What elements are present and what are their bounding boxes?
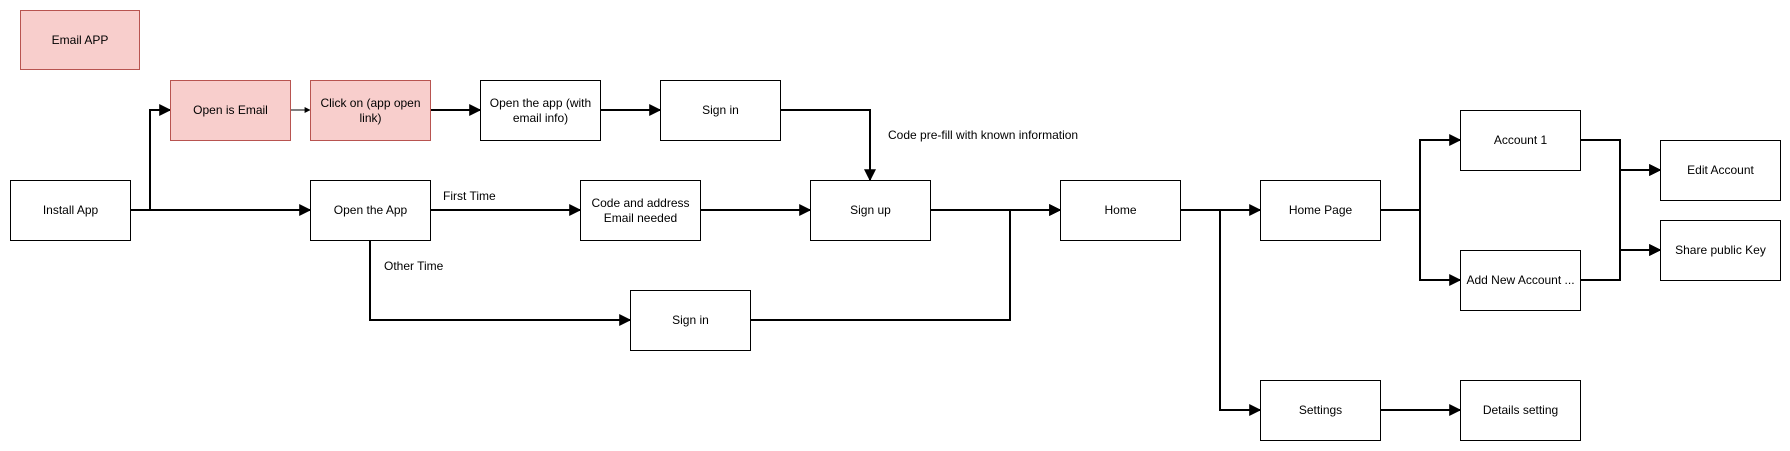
node-label: Click on (app open link) [320,96,421,125]
edge-label-first-time: First Time [443,189,496,203]
node-label: Home Page [1288,203,1353,218]
node-sign-up: Sign up [810,180,931,241]
node-details-setting: Details setting [1460,380,1581,441]
edge-homepage-to-account1 [1381,134,1462,211]
node-edit-account: Edit Account [1660,140,1781,201]
node-label: Details setting [1482,403,1559,418]
node-label: Edit Account [1687,163,1754,178]
node-label: Code and address Email needed [591,196,690,225]
node-install-app: Install App [10,180,131,241]
node-settings: Settings [1260,380,1381,441]
node-home-page: Home Page [1260,180,1381,241]
edge-label-other-time: Other Time [384,259,444,273]
legend-email-app: Email APP [20,10,140,70]
node-open-app-with-email: Open the app (with email info) [480,80,601,141]
node-label: Share public Key [1675,243,1766,258]
node-label: Install App [42,203,99,218]
node-label: Settings [1298,403,1343,418]
node-label: Sign up [850,203,891,218]
edge-openapp-to-signin2 [369,241,632,326]
node-share-public-key: Share public Key [1660,220,1781,281]
node-sign-in-top: Sign in [660,80,781,141]
node-add-new-account: Add New Account ... [1460,250,1581,311]
node-label: Open the app (with email info) [489,96,592,125]
node-label: Open the App [333,203,408,218]
edge-home-to-settings [1181,209,1262,416]
edge-addaccount-to-share [1581,244,1662,281]
legend-label: Email APP [51,32,109,47]
node-home: Home [1060,180,1181,241]
edge-signin-to-signup [781,109,876,182]
node-label: Add New Account ... [1466,273,1575,288]
edge-label-prefill: Code pre-fill with known information [888,128,1079,142]
node-label: Account 1 [1493,133,1548,148]
node-label: Home [1104,203,1137,218]
edge-signin2-to-home [751,204,1062,321]
node-open-the-app: Open the App [310,180,431,241]
edge-homepage-to-addaccount [1381,209,1462,286]
node-sign-in-bottom: Sign in [630,290,751,351]
node-label: Sign in [702,103,739,118]
edge-install-to-openemail [131,104,172,211]
node-code-and-address: Code and address Email needed [580,180,701,241]
node-click-on-link: Click on (app open link) [310,80,431,141]
node-account-1: Account 1 [1460,110,1581,171]
node-label: Open is Email [193,103,268,118]
node-label: Sign in [672,313,709,328]
node-open-is-email: Open is Email [170,80,291,141]
